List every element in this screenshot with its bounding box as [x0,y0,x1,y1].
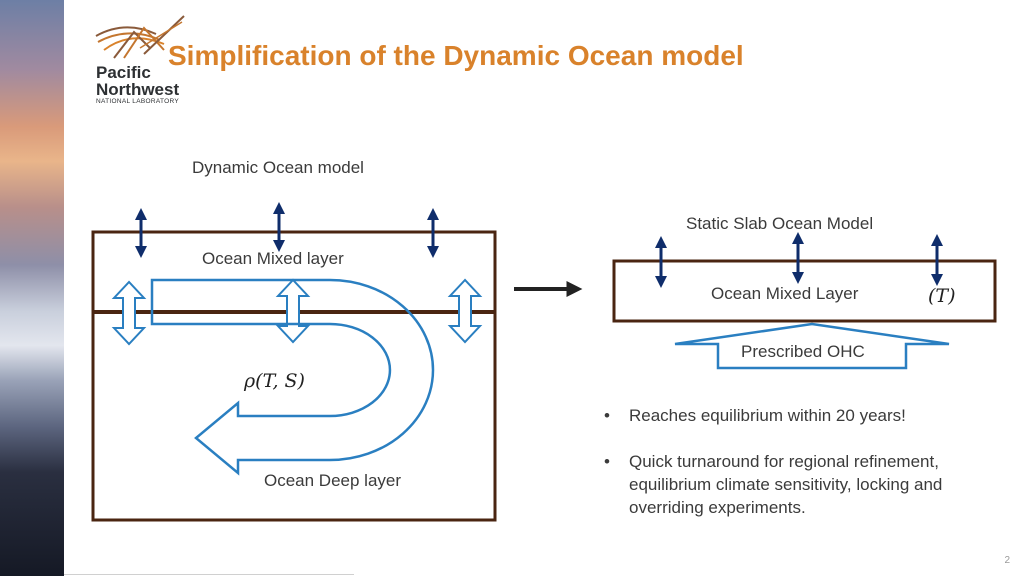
page-number: 2 [1004,555,1010,566]
bullet-item: Quick turnaround for regional refinement… [604,450,964,519]
pnnl-logo: Pacific Northwest NATIONAL LABORATORY [94,14,190,110]
background-photo-strip [0,0,64,576]
logo-line-2: Northwest [96,80,180,99]
density-label: ρ(T, S) [244,370,305,392]
dynamic-deep-layer-label: Ocean Deep layer [264,471,402,490]
dynamic-ocean-box [91,230,497,522]
exchange-arrow-icon [447,278,483,344]
exchange-arrow-icon [111,280,147,346]
benefit-bullets: Reaches equilibrium within 20 years! Qui… [604,404,964,542]
slab-mixed-layer-label: Ocean Mixed Layer [711,284,859,303]
prescribed-ohc-arrow-icon [674,322,950,370]
logo-line-1: Pacific [96,63,151,82]
dynamic-mixed-layer-label: Ocean Mixed layer [202,249,344,268]
slide-title: Simplification of the Dynamic Ocean mode… [168,40,744,71]
slab-ocean-box [612,259,997,323]
slab-model-heading: Static Slab Ocean Model [686,214,874,233]
exchange-arrow-icon [275,278,311,344]
logo-line-3: NATIONAL LABORATORY [96,98,179,105]
bullet-item: Reaches equilibrium within 20 years! [604,404,964,427]
dynamic-model-heading: Dynamic Ocean model [192,158,364,177]
circulation-arrow-icon [150,278,435,476]
logo-mark-icon [95,15,185,59]
temperature-label: (T) [928,285,956,307]
prescribed-ohc-label: Prescribed OHC [741,342,865,361]
footer-divider [64,574,354,575]
